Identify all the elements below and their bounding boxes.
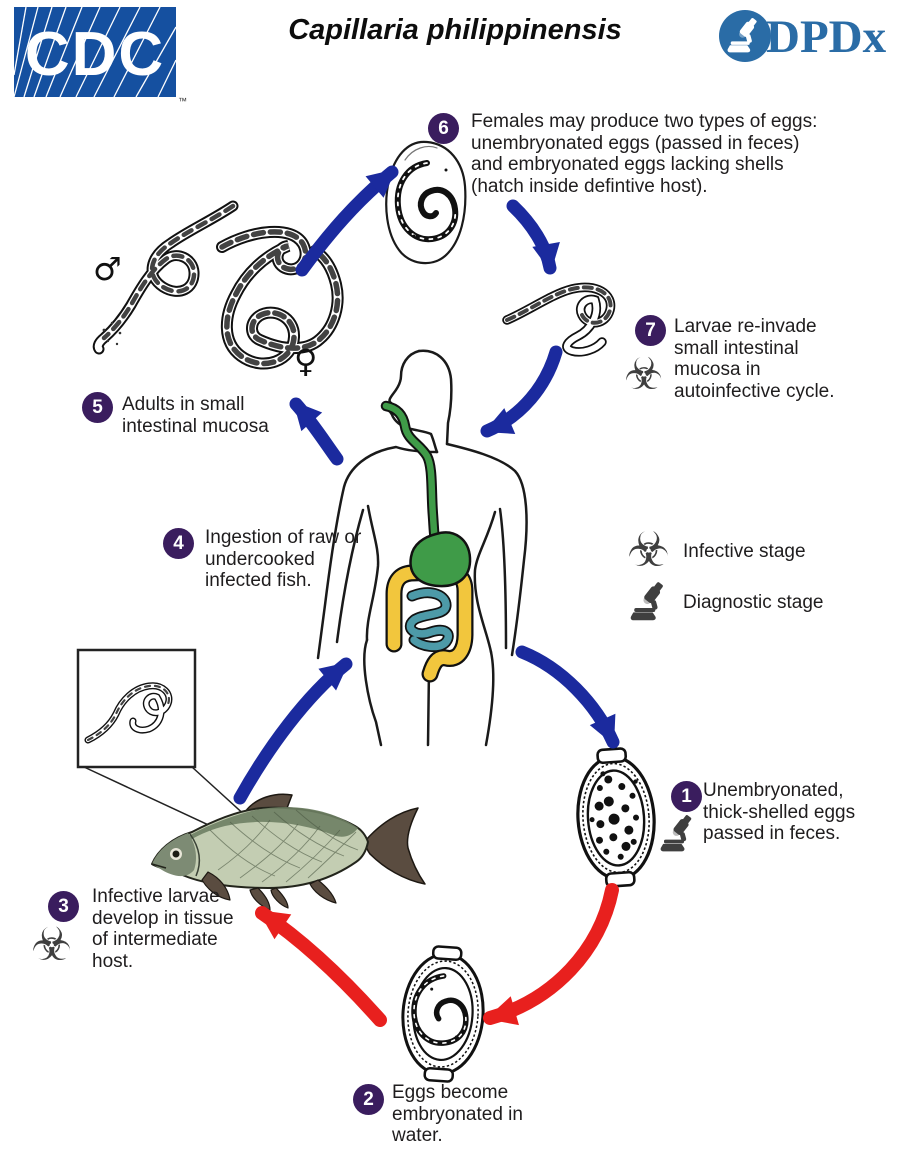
- step3-text: Infective larvae develop in tissue of in…: [92, 886, 234, 972]
- fish-back: [160, 807, 358, 858]
- female-symbol: ♀: [294, 342, 318, 380]
- left-arm-inner: [335, 508, 365, 644]
- step5-badge: 5: [82, 392, 113, 423]
- arrow-human-to-worms: [289, 397, 344, 466]
- anal-fin: [309, 879, 337, 904]
- biohazard-icon: ☣: [627, 522, 671, 578]
- female-worm: [216, 225, 344, 370]
- fish-scales: [209, 809, 359, 883]
- step1-badge: 1: [671, 781, 702, 812]
- pelvic-fin-2: [270, 887, 289, 909]
- larva-inset: [76, 648, 293, 863]
- step2-badge: 2: [353, 1084, 384, 1115]
- svg-text:CDC: CDC: [25, 20, 165, 89]
- arrow-larva7-to-human: [480, 345, 563, 438]
- cycle-arrows-red: [255, 883, 619, 1027]
- arrow-egg6-to-larva7: [506, 199, 560, 275]
- worm-speckles: [102, 321, 122, 346]
- large-intestine: [385, 563, 474, 683]
- esophagus: [380, 400, 442, 552]
- right-arm-inner: [498, 507, 508, 650]
- pectoral-fin: [201, 871, 231, 901]
- fish-mouth: [151, 863, 167, 869]
- dpdx-logo: DPDx: [719, 10, 887, 63]
- step7-badge: 7: [635, 315, 666, 346]
- tail-fin: [365, 807, 426, 885]
- torso-left: [365, 504, 380, 642]
- human-figure: [316, 349, 528, 747]
- biohazard-icon: ☣: [624, 349, 664, 400]
- fish-illustration: [151, 793, 426, 911]
- male-symbol: ♂: [93, 250, 122, 288]
- egg-stage1-illustration: [576, 747, 656, 888]
- arrow-worms-to-egg6: [295, 165, 399, 277]
- arrow-egg1-to-egg2: [483, 883, 619, 1026]
- arrow-fish-to-human: [233, 657, 353, 805]
- step6-badge: 6: [428, 113, 459, 144]
- arrow-egg2-to-fish: [255, 906, 387, 1027]
- microscope-icon: [629, 578, 671, 624]
- torso-right: [473, 510, 497, 654]
- step5-text: Adults in small intestinal mucosa: [122, 394, 269, 437]
- step1-text: Unembryonated, thick-shelled eggs passed…: [703, 780, 856, 844]
- step4-badge: 4: [163, 528, 194, 559]
- step4-text: Ingestion of raw or undercooked infected…: [205, 527, 362, 591]
- egg-speckles: [589, 771, 640, 860]
- coiled-larva: [411, 973, 469, 1046]
- cdc-logo: CDC ™: [13, 6, 187, 106]
- left-leg: [363, 638, 383, 747]
- egg-stage6-illustration: [385, 140, 467, 265]
- cycle-arrows-blue: [233, 165, 620, 805]
- arrow-human-to-egg1: [515, 645, 620, 749]
- step6-text: Females may produce two types of eggs: u…: [471, 111, 818, 197]
- egg-stage2-illustration: [401, 945, 485, 1083]
- gill-line: [189, 833, 201, 877]
- head-back: [417, 349, 453, 446]
- small-intestine: [404, 587, 454, 652]
- legend-infective-label: Infective stage: [683, 541, 806, 562]
- stomach: [409, 531, 472, 588]
- right-arm-outer: [445, 442, 528, 657]
- step7-text: Larvae re-invade small intestinal mucosa…: [674, 316, 835, 402]
- left-arm-outer: [316, 445, 439, 660]
- adult-worms-illustration: [92, 200, 344, 370]
- svg-text:DPDx: DPDx: [766, 11, 887, 63]
- page-title: Capillaria philippinensis: [288, 14, 622, 46]
- face-profile: [388, 349, 421, 405]
- biohazard-icon: ☣: [31, 917, 73, 971]
- right-leg: [484, 650, 495, 747]
- cdc-trademark: ™: [178, 96, 187, 106]
- microscope-icon: [659, 810, 699, 856]
- male-worm: [92, 200, 239, 355]
- step2-text: Eggs become embryonated in water.: [392, 1082, 523, 1146]
- fish-eye: [172, 850, 180, 858]
- step3-badge: 3: [48, 891, 79, 922]
- legend-diagnostic-label: Diagnostic stage: [683, 592, 824, 613]
- larva-stage7-illustration: [502, 282, 616, 357]
